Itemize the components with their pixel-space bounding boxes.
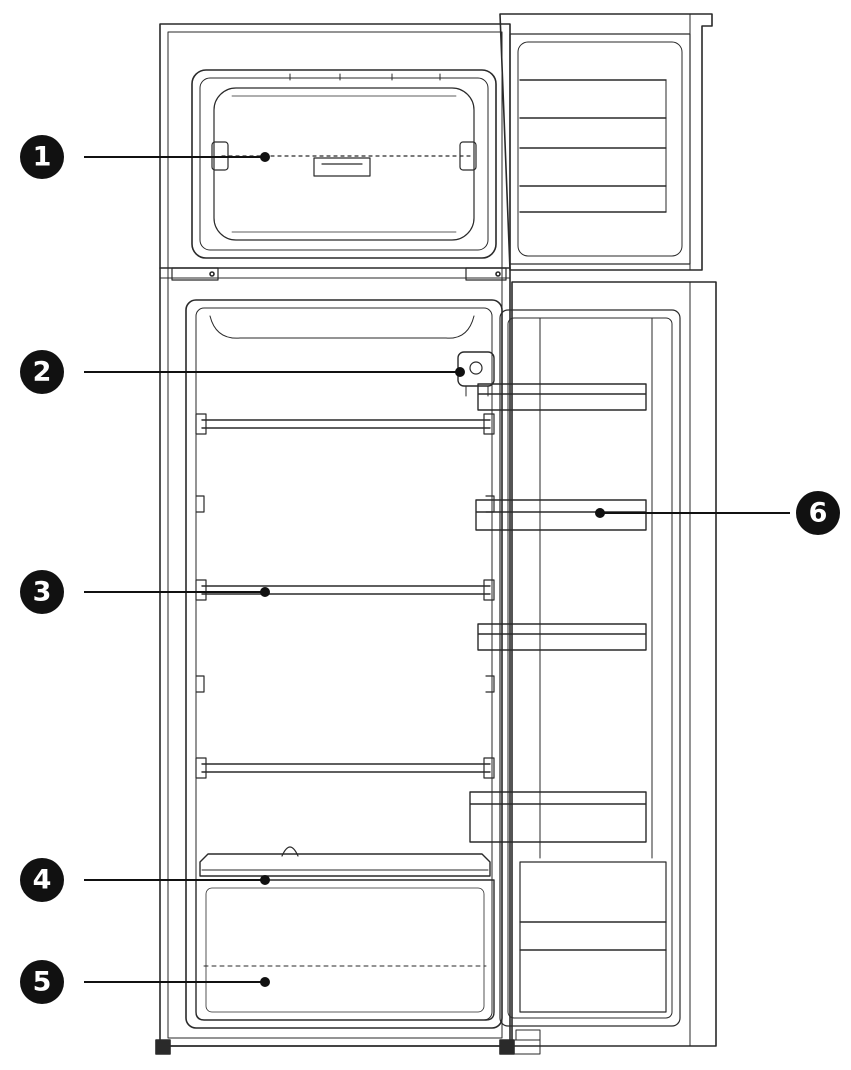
callout-1-number: 1 [33,142,52,173]
cabinet-body [155,23,541,1055]
callout-4: 4 [20,858,64,902]
leader-dot-1 [260,152,270,162]
leader-lines [84,152,790,987]
leader-dot-6 [595,508,605,518]
door-shelves [469,383,667,1013]
leader-dot-3 [260,587,270,597]
door-bottom-hinge [515,1029,541,1041]
callout-4-number: 4 [33,865,52,896]
crisper-drawer [195,879,495,1021]
fridge-door [499,281,717,1047]
callout-3: 3 [20,570,64,614]
callout-2: 2 [20,350,64,394]
callout-5-number: 5 [33,967,52,998]
freezer-door [499,13,713,271]
fridge-compartment [185,299,503,1029]
glass-shelves [195,413,495,779]
leader-dot-4 [260,875,270,885]
callout-2-number: 2 [33,357,52,388]
freezer-compartment [191,69,497,259]
callout-6-number: 6 [809,498,828,529]
leader-dot-5 [260,977,270,987]
crisper-cover [199,846,491,877]
leader-dot-2 [455,367,465,377]
callout-6: 6 [796,491,840,535]
callout-1: 1 [20,135,64,179]
callout-5: 5 [20,960,64,1004]
callout-3-number: 3 [33,577,52,608]
freezer-shelf [211,141,477,177]
